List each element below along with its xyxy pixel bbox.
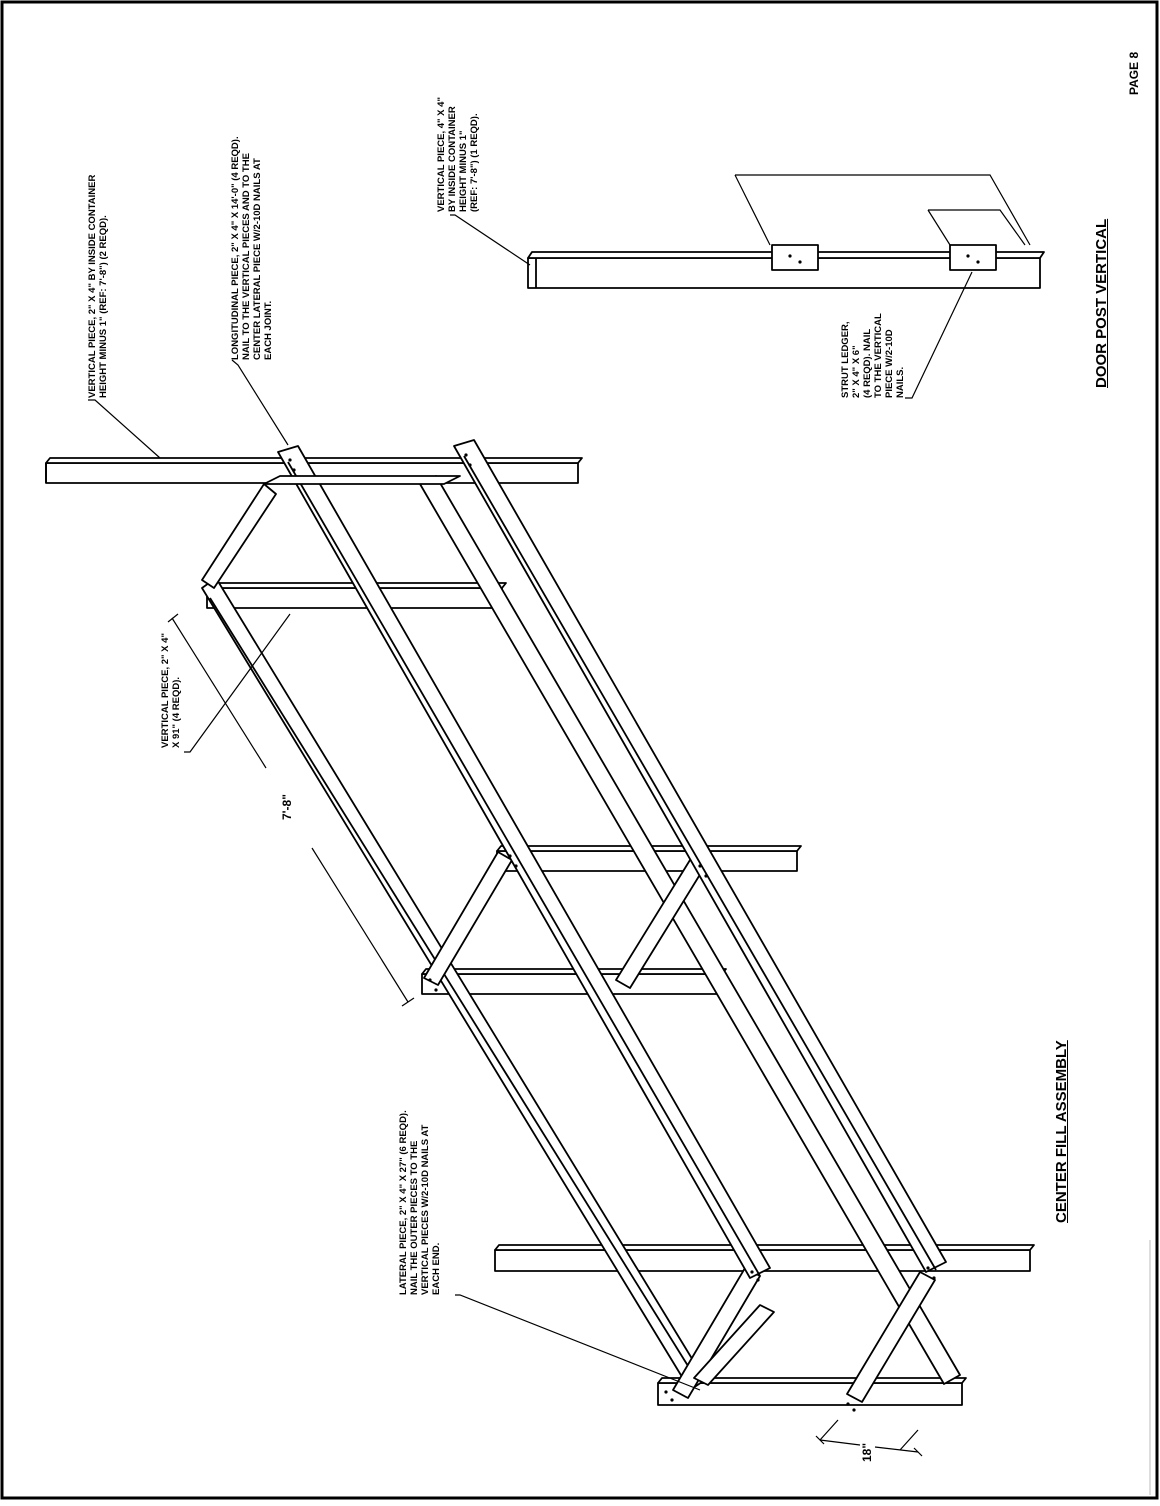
door-post-nails [788,254,980,264]
strut-ledger-upper [771,244,819,271]
longitudinal-end-rear [263,475,461,485]
center-fill-title: CENTER FILL ASSEMBLY [1053,1040,1070,1223]
dimension-length [167,613,415,1007]
lateral-front-upper [672,1267,936,1403]
note-door-post-vertical: VERTICAL PIECE, 4" X 4" BY INSIDE CONTAI… [436,97,480,212]
lateral-front-lower [693,1304,775,1386]
note-vertical-end: VERTICAL PIECE, 2" X 4" BY INSIDE CONTAI… [87,174,109,398]
note-longitudinal: LONGITUDINAL PIECE, 2" X 4" X 14'-0" (4 … [230,136,274,360]
note-vertical-mid: VERTICAL PIECE, 2" X 4" X 91" (4 REQD). [160,633,182,748]
longitudinal-upper-right [453,439,947,1273]
dimension-width-label: 18" [860,1442,874,1462]
leader-vertical-mid [184,613,291,753]
note-lateral: LATERAL PIECE, 2" X 4" X 27" (6 REQD). N… [398,1110,442,1295]
dimension-length-label: 7'-8" [280,794,294,820]
leader-longitudinal [231,359,289,446]
page-number: PAGE 8 [1127,51,1141,95]
leader-vertical-end [88,399,161,459]
lateral-rear [201,483,277,589]
longitudinal-upper-left [277,445,771,1279]
door-post [527,244,1045,289]
leader-lateral [455,1294,701,1391]
nail-marks [288,453,936,1412]
dimension-width [815,1419,923,1457]
note-strut-ledger: STRUT LEDGER, 2" X 4" X 6" (4 REQD). NAI… [840,313,906,398]
strut-ledger-lower [949,244,997,271]
door-post-leaders [450,174,1031,399]
door-post-title: DOOR POST VERTICAL [1093,218,1110,388]
